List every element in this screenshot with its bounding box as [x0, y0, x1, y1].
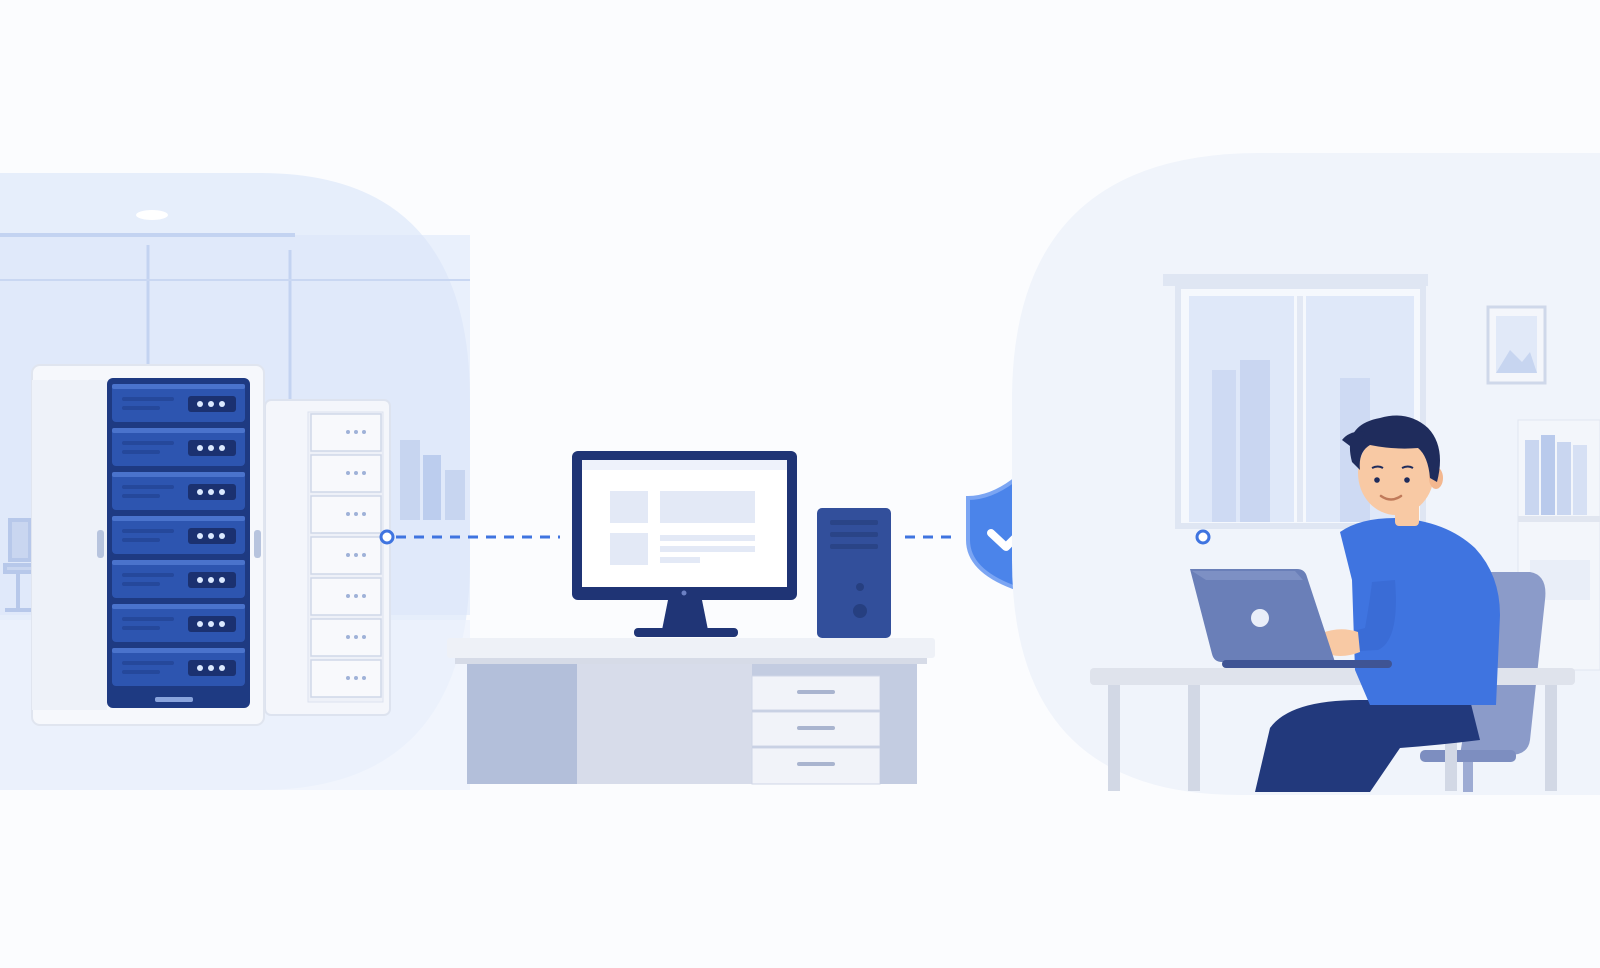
status-led — [219, 533, 225, 539]
server-unit — [112, 604, 245, 642]
secondary-rack-slots — [310, 413, 382, 698]
ceiling-light — [136, 210, 168, 220]
server-unit — [112, 648, 245, 686]
status-led — [197, 445, 203, 451]
worker-pants — [1255, 700, 1480, 792]
secondary-rack-slot — [310, 413, 382, 452]
desk-drawers — [751, 675, 881, 785]
status-led — [208, 489, 214, 495]
server-unit — [112, 516, 245, 554]
status-led — [197, 489, 203, 495]
office-chair-right — [1460, 572, 1546, 755]
status-led — [197, 577, 203, 583]
status-led — [219, 445, 225, 451]
monitor-stand — [662, 600, 708, 630]
pc-tower-icon — [817, 508, 891, 638]
status-led — [208, 665, 214, 671]
connection-node-left — [379, 529, 395, 545]
secondary-rack-slot — [310, 536, 382, 575]
server-unit — [112, 472, 245, 510]
laptop-logo — [1251, 609, 1269, 627]
status-led — [208, 401, 214, 407]
secondary-rack-slot — [310, 618, 382, 657]
remote-worker-icon — [1255, 415, 1500, 792]
server-units — [112, 384, 245, 686]
status-led — [197, 533, 203, 539]
server-unit — [112, 384, 245, 422]
server-unit — [112, 560, 245, 598]
wall-picture — [1486, 305, 1547, 385]
worker-hair — [1349, 415, 1440, 482]
status-led — [197, 665, 203, 671]
status-led — [208, 577, 214, 583]
worker-shirt — [1340, 518, 1500, 705]
desk-top — [447, 638, 935, 658]
status-led — [208, 533, 214, 539]
server-unit — [112, 428, 245, 466]
secondary-rack-slot — [310, 454, 382, 493]
status-led — [197, 401, 203, 407]
secondary-rack-slot — [310, 659, 382, 698]
connection-node-right — [1195, 529, 1211, 545]
desktop-computer-icon — [572, 451, 797, 637]
server-rack-icon — [31, 364, 265, 726]
status-led — [219, 621, 225, 627]
status-led — [208, 621, 214, 627]
status-led — [219, 577, 225, 583]
secondary-rack-slot — [310, 577, 382, 616]
laptop-icon — [1190, 569, 1392, 668]
secondary-server-rack — [264, 399, 391, 716]
status-led — [219, 665, 225, 671]
server-room — [0, 173, 470, 790]
remote-office — [1012, 153, 1600, 795]
secondary-rack-slot — [310, 495, 382, 534]
status-led — [197, 621, 203, 627]
remote-desk-top — [1090, 668, 1575, 685]
desktop-workstation — [447, 451, 935, 785]
status-led — [219, 489, 225, 495]
status-led — [208, 445, 214, 451]
status-led — [219, 401, 225, 407]
worker-face — [1358, 431, 1434, 515]
